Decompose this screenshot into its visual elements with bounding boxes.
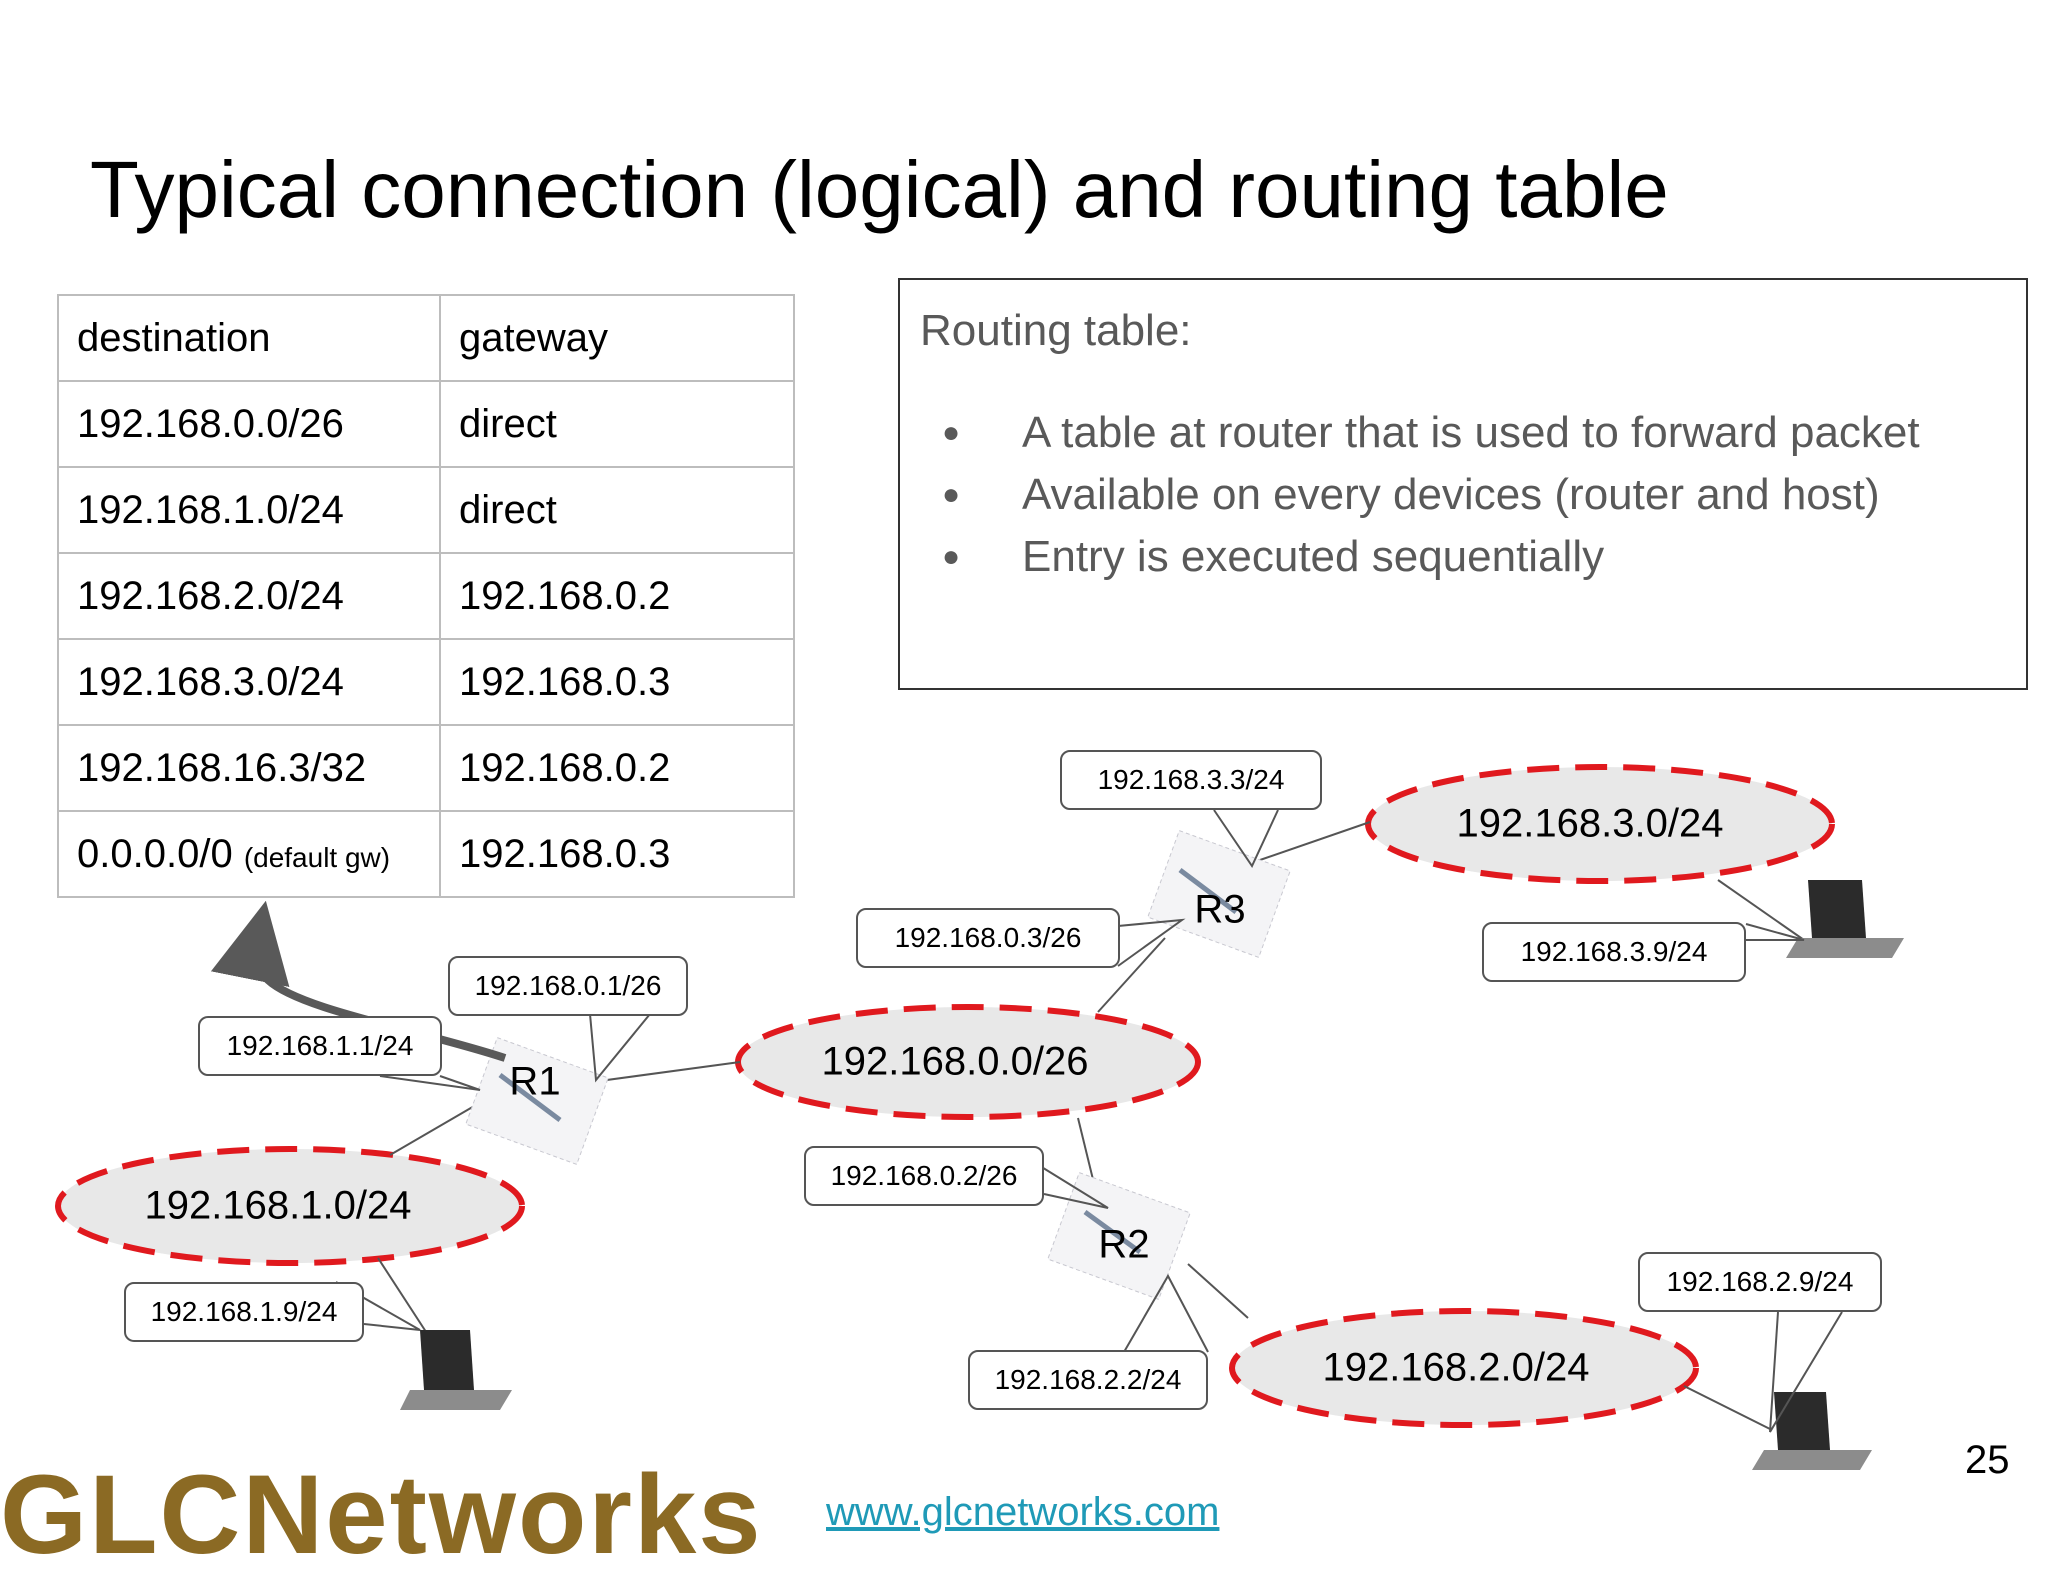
table-row: 192.168.2.0/24 192.168.0.2	[57, 552, 795, 640]
callout-host1: 192.168.1.9/24	[124, 1282, 364, 1342]
routing-table-info-box: Routing table: ●A table at router that i…	[898, 278, 2028, 690]
info-bullet: ●A table at router that is used to forwa…	[900, 402, 1920, 464]
cell-gateway: direct	[439, 380, 795, 468]
router-r2-icon	[1047, 1171, 1191, 1301]
link-lines	[377, 821, 1805, 1431]
cell-gateway: 192.168.0.3	[439, 638, 795, 726]
routing-table-arrow	[210, 900, 507, 1062]
cell-destination: 192.168.0.0/26	[57, 380, 441, 468]
callout-pointers	[335, 809, 1843, 1433]
callout-r3-lan3: 192.168.3.3/24	[1060, 750, 1322, 810]
cell-destination: 0.0.0.0/0 (default gw)	[57, 810, 441, 898]
cell-gateway: 192.168.0.2	[439, 552, 795, 640]
cell-gateway: direct	[439, 466, 795, 554]
glcnetworks-logo: GLCNetworks	[0, 1452, 763, 1577]
network-diagram	[55, 764, 1904, 1470]
laptop-host3-icon	[1786, 880, 1904, 958]
cell-destination: 192.168.1.0/24	[57, 466, 441, 554]
bullet-icon: ●	[942, 478, 961, 511]
network-0-label: 192.168.0.0/26	[821, 1039, 1089, 1084]
callout-r1-lan1: 192.168.1.1/24	[198, 1016, 442, 1076]
table-row: 192.168.0.0/26 direct	[57, 380, 795, 468]
table-header-row: destination gateway	[57, 294, 795, 382]
callout-host3: 192.168.3.9/24	[1482, 922, 1746, 982]
info-bullet: ●Available on every devices (router and …	[900, 464, 1920, 526]
routing-table: destination gateway 192.168.0.0/26 direc…	[57, 294, 795, 898]
bullet-icon: ●	[942, 416, 961, 449]
laptop-host2-icon	[1752, 1392, 1872, 1470]
table-row: 192.168.1.0/24 direct	[57, 466, 795, 554]
callout-r1-lan0: 192.168.0.1/26	[448, 956, 688, 1016]
callout-r2-lan2: 192.168.2.2/24	[968, 1350, 1208, 1410]
page-number: 25	[1965, 1438, 2010, 1482]
info-bullet-list: ●A table at router that is used to forwa…	[900, 402, 1920, 588]
slide-title: Typical connection (logical) and routing…	[90, 145, 1669, 234]
table-row: 0.0.0.0/0 (default gw) 192.168.0.3	[57, 810, 795, 898]
header-gateway: gateway	[439, 294, 795, 382]
table-row: 192.168.16.3/32 192.168.0.2	[57, 724, 795, 812]
cell-destination: 192.168.2.0/24	[57, 552, 441, 640]
laptop-host1-icon	[400, 1330, 512, 1410]
router-r1-icon	[465, 1036, 609, 1166]
network-3-oval	[1365, 764, 1835, 884]
callout-host2: 192.168.2.9/24	[1638, 1252, 1882, 1312]
header-destination: destination	[57, 294, 441, 382]
router-r1-label: R1	[509, 1059, 561, 1104]
info-bullet: ●Entry is executed sequentially	[900, 526, 1920, 588]
network-1-oval	[55, 1146, 525, 1266]
cell-destination: 192.168.16.3/32	[57, 724, 441, 812]
info-heading: Routing table:	[920, 306, 1192, 355]
callout-r2-lan0: 192.168.0.2/26	[804, 1146, 1044, 1206]
cell-gateway: 192.168.0.3	[439, 810, 795, 898]
router-r2-label: R2	[1098, 1222, 1150, 1267]
bullet-icon: ●	[942, 540, 961, 573]
network-2-label: 192.168.2.0/24	[1322, 1345, 1590, 1390]
cell-destination: 192.168.3.0/24	[57, 638, 441, 726]
network-1-label: 192.168.1.0/24	[144, 1183, 412, 1228]
cell-gateway: 192.168.0.2	[439, 724, 795, 812]
website-link[interactable]: www.glcnetworks.com	[826, 1490, 1220, 1534]
network-3-label: 192.168.3.0/24	[1456, 801, 1724, 846]
network-2-oval	[1229, 1308, 1699, 1428]
callout-r3-lan0: 192.168.0.3/26	[856, 908, 1120, 968]
table-row: 192.168.3.0/24 192.168.0.3	[57, 638, 795, 726]
default-gw-note: (default gw)	[243, 841, 391, 873]
router-r3-label: R3	[1194, 887, 1246, 932]
